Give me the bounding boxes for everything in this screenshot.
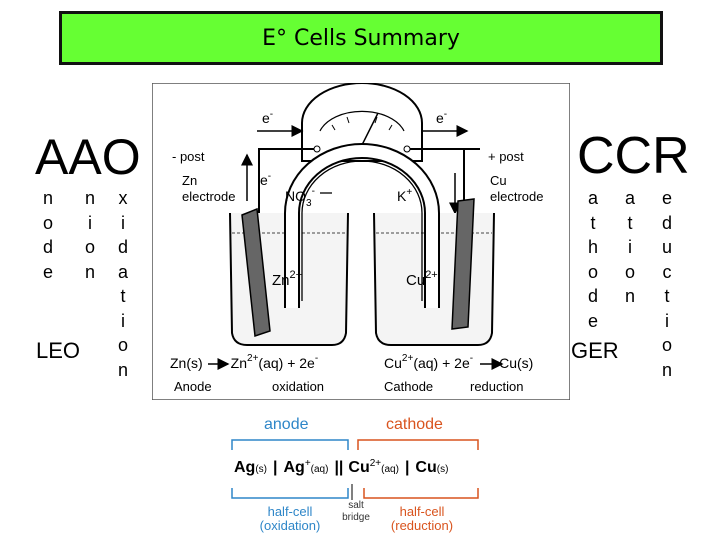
notation-anode-heading: anode <box>264 416 309 433</box>
column-letter: i <box>665 310 669 331</box>
column-letter: o <box>117 335 128 355</box>
zinc-electrode <box>241 207 271 338</box>
column-letter: h <box>587 237 598 257</box>
column-letter: d <box>117 237 128 257</box>
column-letter: o <box>84 237 95 257</box>
electron-label-1: e- <box>262 109 273 126</box>
column-letter: i <box>88 212 92 233</box>
column-letter: n <box>117 359 128 380</box>
reduction-label: reduction <box>470 379 523 394</box>
zinc-ion-label: Zn2+ <box>272 269 302 289</box>
notation-cathode-heading: cathode <box>386 416 443 433</box>
half-cell-oxidation-label: half-cell <box>268 504 313 519</box>
column-letter: x <box>118 188 128 208</box>
column-letter: e <box>661 188 672 208</box>
column-letter: a <box>117 261 128 282</box>
copper-electrode <box>451 198 475 330</box>
anode-label: Anode <box>174 379 212 394</box>
ccr-acronym: CCR <box>577 127 690 185</box>
plus-post-label: + post <box>488 149 524 164</box>
aao-acronym: AAO <box>35 129 141 185</box>
column-letter: i <box>628 237 632 257</box>
copper-ion-label: Cu2+ <box>406 269 438 289</box>
minus-post-label: - post <box>172 149 205 164</box>
anode-reaction: Zn(s)Zn2+(aq) + 2e- <box>170 353 318 371</box>
salt-bridge-label: salt <box>348 500 364 511</box>
nitrate-ion-label: NO3- <box>285 186 315 209</box>
column-letter: n <box>42 188 53 208</box>
column-letter: n <box>84 188 95 208</box>
zn-electrode-label: Zn <box>182 173 197 188</box>
column-letter: e <box>587 310 598 331</box>
column-letter: t <box>664 286 670 306</box>
half-cell-reduction-label: half-cell <box>400 504 445 519</box>
column-letter: o <box>661 335 672 355</box>
cu-electrode-label: Cu <box>490 173 507 188</box>
column-letter: o <box>587 261 598 282</box>
leo-mnemonic: LEO <box>36 338 81 363</box>
ger-mnemonic: GER <box>571 338 619 363</box>
column-letter: d <box>587 286 598 306</box>
column-letter: i <box>121 310 125 331</box>
column-letter: i <box>121 212 125 233</box>
salt-bridge <box>286 145 438 308</box>
cell-notation-diagram: anode cathode Ag(s)|Ag+(aq)||Cu2+(aq)|Cu… <box>231 416 479 533</box>
column-letter: t <box>120 286 126 306</box>
notation-expression: Ag(s)|Ag+(aq)||Cu2+(aq)|Cu(s) <box>234 458 448 476</box>
half-cell-oxidation-label-2: (oxidation) <box>260 518 321 533</box>
title-banner: E° Cells Summary <box>59 11 663 65</box>
column-letter: a <box>624 188 635 208</box>
column-letter: o <box>42 212 53 233</box>
column-letter: t <box>590 212 596 233</box>
electron-label-3: e- <box>260 171 271 188</box>
oxidation-label: oxidation <box>272 379 324 394</box>
zn-electrode-label-2: electrode <box>182 189 235 204</box>
salt-bridge-label-2: bridge <box>342 512 370 523</box>
cathode-label: Cathode <box>384 379 433 394</box>
column-letter: d <box>42 237 53 257</box>
column-letter: e <box>42 261 53 282</box>
column-letter: t <box>627 212 633 233</box>
cu-electrode-label-2: electrode <box>490 189 543 204</box>
column-letter: c <box>662 261 672 282</box>
column-letter: u <box>661 237 672 257</box>
column-letter: o <box>624 261 635 282</box>
page-title: E° Cells Summary <box>262 25 460 51</box>
column-letter: n <box>661 359 672 380</box>
column-letter: n <box>624 286 635 306</box>
potassium-ion-label: K+ <box>397 187 412 204</box>
half-cell-reduction-label-2: (reduction) <box>391 518 453 533</box>
column-letter: n <box>84 261 95 282</box>
electron-label-2: e- <box>436 109 447 126</box>
column-letter: a <box>587 188 598 208</box>
cathode-reaction: Cu2+(aq) + 2e-Cu(s) <box>384 353 533 371</box>
voltmeter-icon <box>301 83 423 162</box>
galvanic-cell-diagram: e- e- e- - post + post Zn electrode Cu e… <box>152 83 570 400</box>
column-letter: d <box>661 212 672 233</box>
